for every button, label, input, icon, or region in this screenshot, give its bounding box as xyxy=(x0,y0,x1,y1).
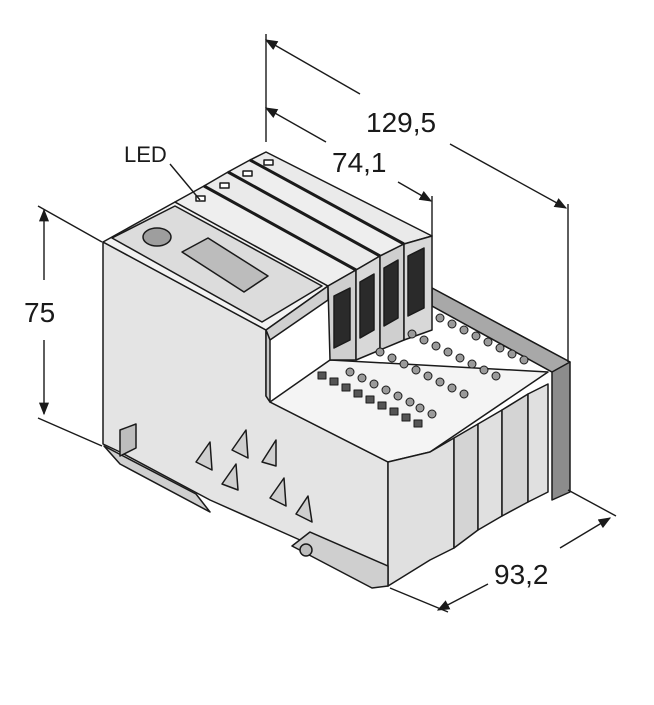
led-lens xyxy=(142,227,172,247)
terminal-slice-5 xyxy=(527,383,549,503)
terminal-contacts xyxy=(345,313,529,419)
terminal-platform-top xyxy=(269,359,549,463)
dim-width-label: 93,2 xyxy=(494,559,549,590)
terminal-slice-4 xyxy=(501,393,529,517)
connector-slot-3 xyxy=(383,259,399,327)
dim-height-label: 75 xyxy=(24,297,55,328)
connector-slot-4 xyxy=(407,247,425,317)
terminal-slice-3 xyxy=(477,409,503,531)
din-clip-bottom xyxy=(291,531,389,589)
terminal-slice-2 xyxy=(453,423,479,549)
module-led-2 xyxy=(219,182,230,189)
display-window xyxy=(181,237,269,293)
side-vents xyxy=(195,429,313,523)
device-body xyxy=(102,151,571,589)
dimension-lines xyxy=(37,34,617,613)
left-housing-front xyxy=(265,329,271,403)
wire-entry-row xyxy=(317,371,423,428)
dim-module-depth-label: 74,1 xyxy=(332,147,387,178)
module-led-3 xyxy=(242,170,253,177)
dim-overall-length-label: 129,5 xyxy=(366,107,436,138)
module-led-4 xyxy=(263,159,274,166)
led-label: LED xyxy=(124,142,167,167)
connector-slot-2 xyxy=(359,273,375,339)
connector-slot-1 xyxy=(333,287,351,349)
module-led-1 xyxy=(195,195,206,202)
dim-overall-length-line xyxy=(264,39,361,95)
din-clip-left xyxy=(103,445,211,513)
dim-module-depth-line xyxy=(264,107,327,143)
led-leader-line xyxy=(169,163,201,201)
dim-width-line xyxy=(436,583,489,611)
terminal-slice-1 xyxy=(387,437,455,587)
